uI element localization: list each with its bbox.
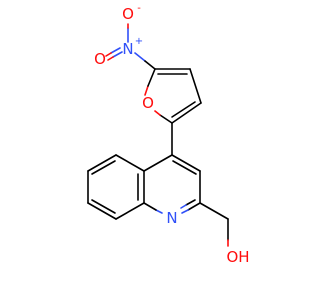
atom-n-nitro-charge: + [135,36,143,47]
atom-o-minus-symbol: O [122,5,134,23]
bond-c4-c3 [189,68,202,104]
bond-c2-ofuran-c [159,114,173,124]
bond-n-c5-c [144,60,156,70]
bond-c3-c2 [171,102,202,124]
atom-o-double: O [94,50,106,68]
atom-o-hydroxyl: OH [226,248,249,266]
bond-n-c8a-n [155,209,163,214]
bond-c2q-n-c [187,202,201,211]
bond-c2q-n-inner-c [185,199,196,206]
molecule-structure: O - N + O O N OH [87,3,250,266]
bond-c7-c8-inner [91,199,116,214]
bond-n-o-double-a-o [105,52,112,57]
atom-n-quinoline: N [166,209,177,227]
bond-lines [87,23,229,247]
bond-ofuran-c5-c [147,68,156,87]
bond-n-o-double-a [110,47,121,54]
atom-n-nitro-symbol: N [122,40,133,58]
bond-c5-c6 [87,154,117,172]
bond-c8-c8a [115,202,145,220]
atom-o-minus-charge: - [137,3,141,14]
bond-c4q-c3q-inner [172,160,197,175]
bond-c2-ofuran-o [154,110,161,116]
bond-c2q-ch2 [199,202,229,220]
bond-c4a-c5 [115,154,145,172]
bond-c2q-n-n [181,209,189,214]
bond-c2q-n-inner-n [180,204,187,209]
bond-c4q-c3q [171,154,201,172]
atom-o-minus: O - [122,3,141,23]
atom-o-furan: O [142,94,154,112]
bond-n-c8a-c [143,202,157,211]
atom-n-nitro: N + [122,36,143,58]
bond-n-c5 [134,52,146,62]
bond-c4a-c4q [143,154,173,172]
bond-c5-c6-inner [91,160,116,175]
bond-c3-c2-inner [171,101,196,118]
bond-ofuran-c5-o [144,85,149,96]
bond-c7-c8 [87,202,117,220]
bond-n-o-double-b-o [107,56,114,61]
bond-n-o-double-b [112,51,123,58]
atom-labels: O - N + O O N OH [94,3,249,266]
